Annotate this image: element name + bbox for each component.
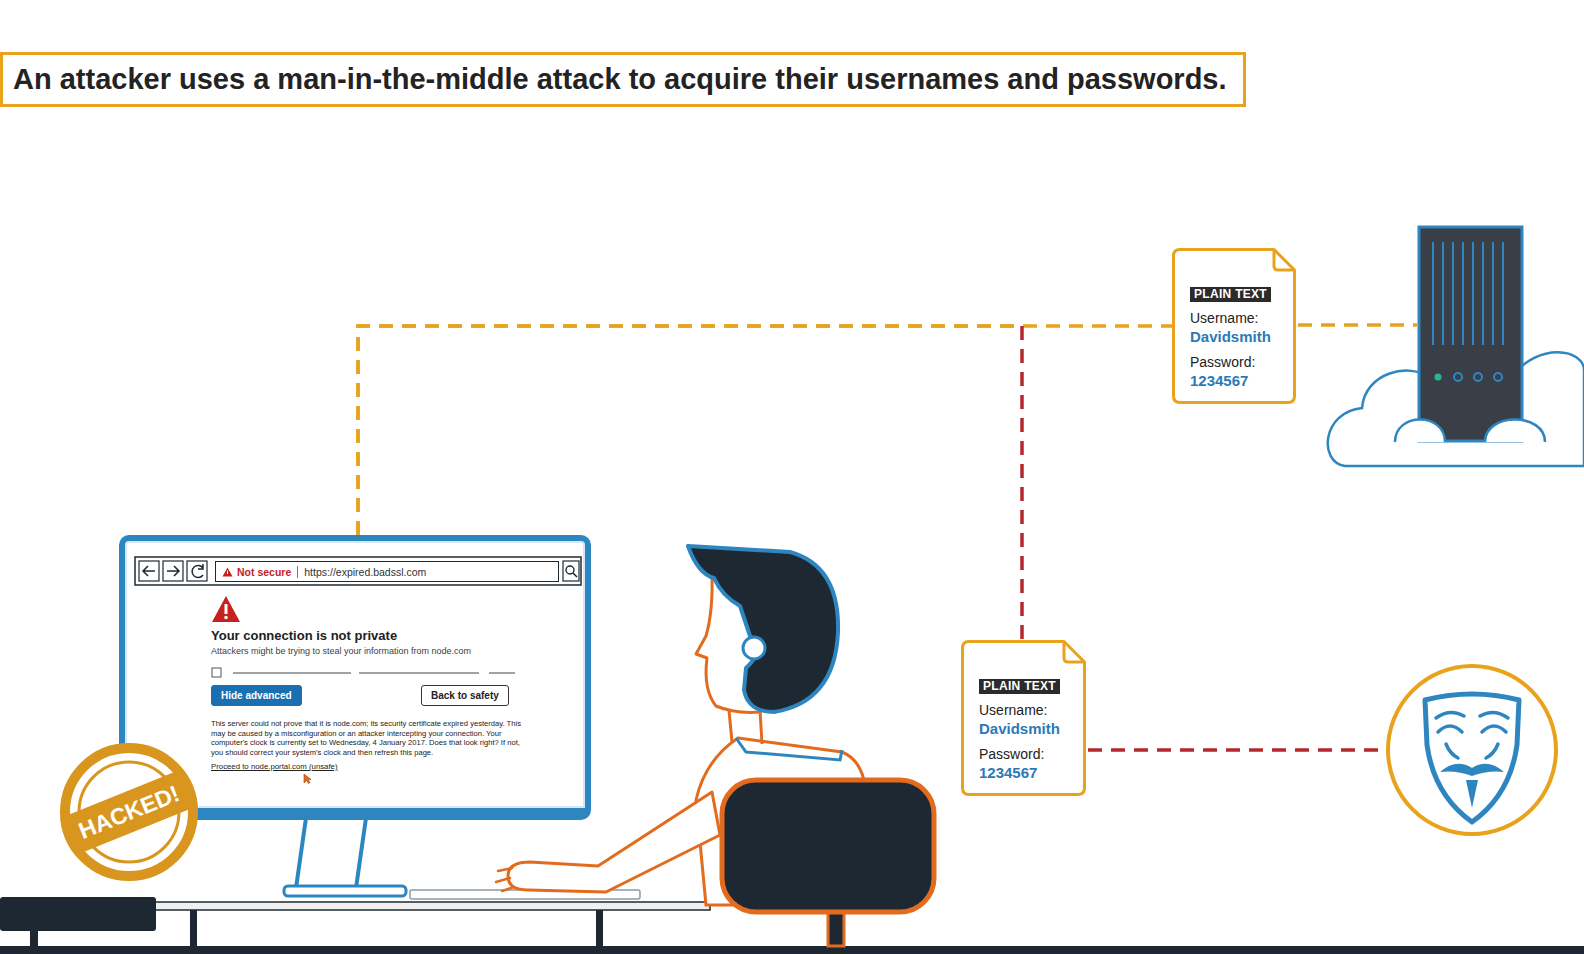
button-label: Hide advanced <box>221 690 292 702</box>
forward-arrow <box>167 566 179 576</box>
plain-text-document: PLAIN TEXT Username: DavidsmithPassword: 12… <box>961 640 1086 796</box>
not-secure-icon <box>222 567 233 577</box>
attacker-moustache <box>1440 764 1504 776</box>
stamp-text-holder: HACKED! <box>58 741 200 883</box>
desk-top <box>150 902 710 910</box>
field-label: Password: <box>979 746 1044 762</box>
doc-text-column: PLAIN TEXT Username: DavidsmithPassword: 12… <box>961 640 1086 782</box>
field-value: 1234567 <box>1190 372 1248 390</box>
server-vents <box>1433 242 1503 345</box>
search-button <box>563 561 579 581</box>
document-page <box>963 642 1085 795</box>
warning-icon <box>211 595 241 623</box>
not-secure-triangle <box>223 567 233 576</box>
cursor-arrow <box>304 774 311 784</box>
field-value: 1234567 <box>979 764 1037 782</box>
nav-button <box>163 561 183 581</box>
server-led <box>1454 373 1462 381</box>
desk-slab <box>0 897 156 931</box>
checkbox-row <box>211 667 521 679</box>
attacker-mask <box>1425 694 1519 822</box>
title-box: An attacker uses a man-in-the-middle att… <box>0 52 1246 107</box>
attacker-badge <box>1388 666 1556 834</box>
server-led <box>1435 374 1442 381</box>
browser-button: Back to safety <box>421 685 509 706</box>
mouse-cursor <box>303 773 312 784</box>
not-secure-mark <box>227 570 228 574</box>
document-fold <box>1064 642 1085 663</box>
url-text: https://expired.badssl.com <box>304 566 426 578</box>
security-status: Not secure <box>237 566 291 578</box>
warning-triangle <box>212 596 240 622</box>
address-bar: Not secure https://expired.badssl.com <box>215 561 559 582</box>
attacker-face <box>1436 712 1508 758</box>
dashed-wire <box>1088 748 1384 752</box>
placeholder-lines <box>233 673 515 674</box>
connector-line <box>358 326 1172 535</box>
person-hair <box>688 546 838 712</box>
floor-line <box>0 946 1584 954</box>
dashed-wire <box>1298 323 1417 327</box>
dashed-connector <box>358 326 1172 535</box>
desk-leg <box>190 910 197 948</box>
field-label: Username: <box>979 702 1047 718</box>
warning-mark <box>224 616 228 620</box>
cloud-bump <box>1485 420 1545 443</box>
warning-details: This server could not prove that it is n… <box>211 719 533 757</box>
server <box>1419 227 1522 441</box>
server-led <box>1474 373 1482 381</box>
button-label: Back to safety <box>431 690 499 702</box>
doc-text-column: PLAIN TEXT Username: DavidsmithPassword: 12… <box>1172 248 1296 390</box>
warning-mark <box>225 604 228 614</box>
plain-text-tag: PLAIN TEXT <box>1190 287 1271 302</box>
reload-icon <box>192 564 203 578</box>
search-icon <box>573 573 577 577</box>
browser-button: Hide advanced <box>211 685 302 706</box>
connector-line <box>1020 326 1024 640</box>
attacker-goatee <box>1466 780 1478 808</box>
person-fingers <box>496 868 514 891</box>
field-value: Davidsmith <box>979 720 1060 738</box>
search-icon <box>566 566 574 574</box>
hacked-stamp: HACKED! <box>58 741 200 883</box>
nav-button <box>139 561 159 581</box>
document-page <box>1174 250 1295 403</box>
browser-window: Your connection is not privateAttackers … <box>119 535 591 820</box>
toolbar-frame <box>135 557 581 585</box>
proceed-link: Proceed to node.portal.com (unsafe) <box>211 762 338 772</box>
connector-line <box>358 326 1022 535</box>
chair-back <box>722 780 934 912</box>
back-arrow <box>143 566 155 576</box>
warning-subtext: Attackers might be trying to steal your … <box>211 646 551 657</box>
field-label: Username: <box>1190 310 1258 326</box>
cloud-bump <box>1395 420 1445 443</box>
server-led <box>1494 373 1502 381</box>
address-separator <box>297 566 298 578</box>
field-label: Password: <box>1190 354 1255 370</box>
monitor-stand <box>296 818 366 888</box>
plain-text-document: PLAIN TEXT Username: DavidsmithPassword: 12… <box>1172 248 1296 404</box>
checkbox <box>212 668 221 677</box>
plain-text-tag: PLAIN TEXT <box>979 679 1060 694</box>
warning-heading: Your connection is not private <box>211 628 551 643</box>
title-text: An attacker uses a man-in-the-middle att… <box>13 62 1227 96</box>
person-collar <box>736 738 842 760</box>
person-ear <box>743 637 765 659</box>
monitor-base <box>284 886 406 896</box>
stamp-band <box>58 763 200 861</box>
document-fold <box>1274 250 1295 271</box>
stamp-text: HACKED! <box>75 780 183 844</box>
nav-button <box>187 561 207 581</box>
desk-leg <box>596 910 603 948</box>
field-value: Davidsmith <box>1190 328 1271 346</box>
